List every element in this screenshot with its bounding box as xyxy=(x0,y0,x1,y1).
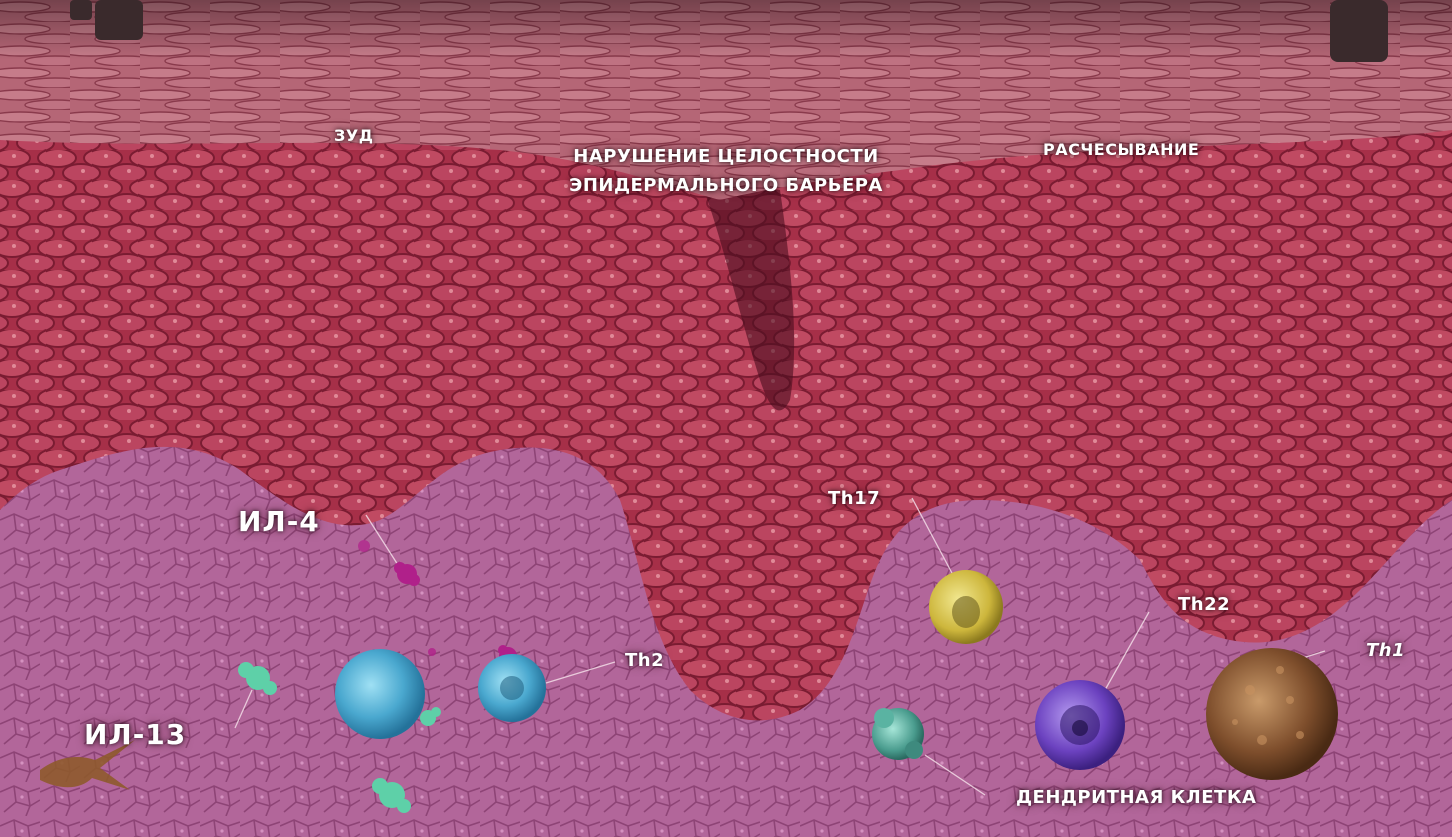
label-barrier-line2: ЭПИДЕРМАЛЬНОГО БАРЬЕРА xyxy=(569,175,883,196)
label-itch: ЗУД xyxy=(334,126,374,145)
hair-left xyxy=(95,0,143,40)
label-scratching: РАСЧЕСЫВАНИЕ xyxy=(1043,140,1200,159)
il13-molecule xyxy=(238,662,441,813)
epidermis-layer xyxy=(0,120,1452,721)
label-barrier-line1: НАРУШЕНИЕ ЦЕЛОСТНОСТИ xyxy=(573,146,879,167)
label-il4: ИЛ-4 xyxy=(238,505,320,538)
langerhans-cell xyxy=(40,740,135,790)
label-dendritic-cell: ДЕНДРИТНАЯ КЛЕТКА xyxy=(1016,787,1257,808)
hair-right xyxy=(1330,0,1388,62)
label-barrier-disruption: НАРУШЕНИЕ ЦЕЛОСТНОСТИ ЭПИДЕРМАЛЬНОГО БАР… xyxy=(0,142,1452,200)
th2-cell-large xyxy=(335,649,425,739)
barrier-fissure xyxy=(700,180,795,411)
label-th1: Th1 xyxy=(1366,640,1406,661)
label-il13: ИЛ-13 xyxy=(84,718,187,751)
th1-cell xyxy=(1206,648,1338,780)
label-th2: Th2 xyxy=(625,650,665,671)
label-th22: Th22 xyxy=(1178,594,1231,615)
label-th17: Th17 xyxy=(828,488,881,509)
